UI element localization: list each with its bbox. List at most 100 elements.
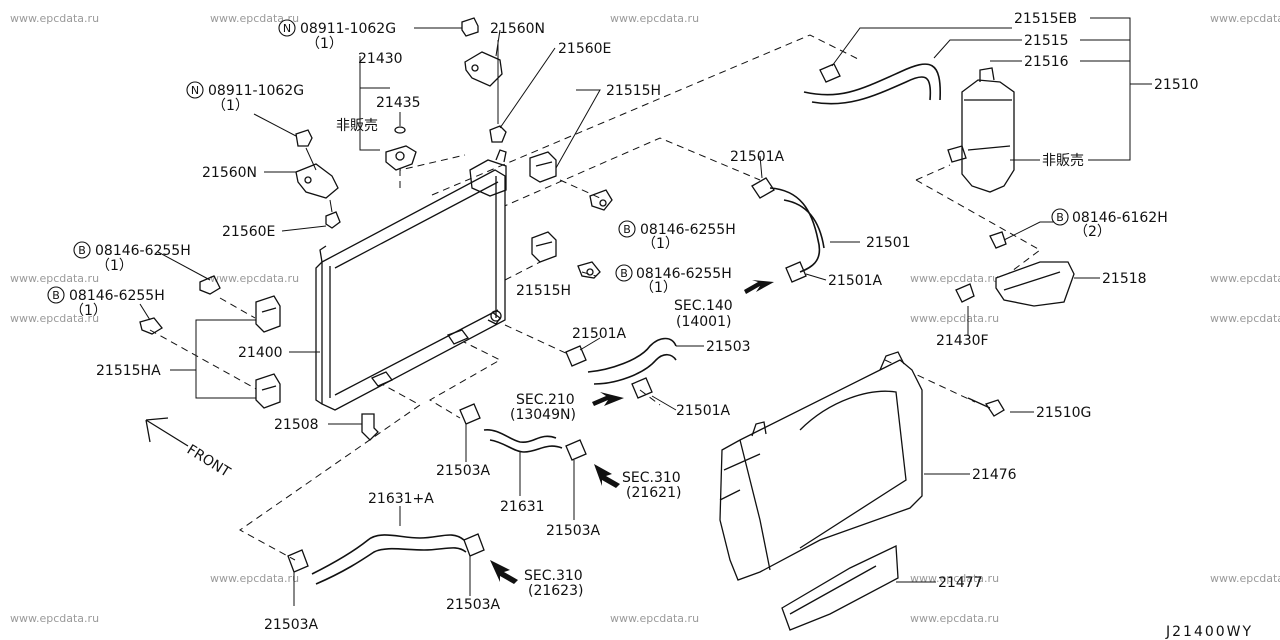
part-21515h-mid: 21515H <box>516 283 571 299</box>
qty-08146-6255h-mid: （1） <box>640 280 677 296</box>
qty-08911-1062g-left: （1） <box>212 98 249 114</box>
fan-shroud-21476[interactable] <box>719 351 923 581</box>
part-21515eb: 21515EB <box>1014 11 1077 27</box>
qty-08146-6255h-left2: （1） <box>70 303 107 319</box>
sec-310-b: SEC.310 <box>524 568 583 584</box>
part-21430f: 21430F <box>936 333 989 349</box>
n-badge-icon: N <box>186 81 204 99</box>
part-21560e-left: 21560E <box>222 224 275 240</box>
watermark: www.epcdata.ru <box>10 312 99 325</box>
qty-08146-6162h: （2） <box>1074 224 1111 240</box>
b-badge-icon: B <box>618 220 636 238</box>
watermark: www.epcdata.ru <box>610 12 699 25</box>
drain-cock-21508[interactable] <box>361 413 379 441</box>
part-21501a-mid: 21501A <box>572 326 627 342</box>
watermark-layer: www.epcdata.ru www.epcdata.ru www.epcdat… <box>10 12 1280 625</box>
part-08911-1062g-top: 08911-1062G <box>300 21 396 37</box>
direction-arrows <box>145 280 774 584</box>
sec-140-ref: (14001) <box>676 314 731 330</box>
part-21503: 21503 <box>706 339 751 355</box>
upper-mount-left[interactable] <box>295 129 341 229</box>
part-21476: 21476 <box>972 467 1017 483</box>
watermark: www.epcdata.ru <box>910 612 999 625</box>
part-21631a: 21631+A <box>368 491 434 507</box>
sec-140: SEC.140 <box>674 298 733 314</box>
part-21560n-left: 21560N <box>202 165 257 181</box>
qty-08146-6255h-left1: （1） <box>96 258 133 274</box>
part-21518: 21518 <box>1102 271 1147 287</box>
mount-rubber-21515h-top[interactable] <box>529 151 613 211</box>
bracket-21518[interactable] <box>955 231 1075 307</box>
watermark: www.epcdata.ru <box>10 12 99 25</box>
watermark: www.epcdata.ru <box>1210 272 1280 285</box>
part-21515ha: 21515HA <box>96 363 161 379</box>
svg-text:B: B <box>52 289 60 302</box>
mount-rubber-21515ha[interactable] <box>139 275 281 409</box>
labels: N 08911-1062G （1） N 08911-1062G （1） 2156… <box>47 11 1253 640</box>
part-08146-6255h-mid: 08146-6255H <box>636 266 732 282</box>
bracket-21430[interactable] <box>385 126 417 171</box>
sec-310-a: SEC.310 <box>622 470 681 486</box>
part-21430: 21430 <box>358 51 403 67</box>
sec-310-b-ref: (21623) <box>528 583 583 599</box>
part-21435: 21435 <box>376 95 421 111</box>
watermark: www.epcdata.ru <box>10 612 99 625</box>
watermark: www.epcdata.ru <box>210 272 299 285</box>
part-08146-6162h: 08146-6162H <box>1072 210 1168 226</box>
upper-mount-top[interactable] <box>461 17 507 143</box>
front-label: FRONT <box>184 442 233 481</box>
part-08911-1062g-left: 08911-1062G <box>208 83 304 99</box>
part-21560e-top: 21560E <box>558 41 611 57</box>
hose-21631[interactable] <box>459 403 587 461</box>
watermark: www.epcdata.ru <box>610 612 699 625</box>
hose-21631a[interactable] <box>287 533 485 585</box>
svg-text:B: B <box>623 223 631 236</box>
part-08146-6255h-left2: 08146-6255H <box>69 288 165 304</box>
mount-rubber-21515h-mid[interactable] <box>531 231 601 279</box>
reservoir-tank-21510[interactable] <box>947 67 1015 193</box>
n-badge-icon: N <box>278 19 296 37</box>
qty-08146-6255h-upper: （1） <box>642 236 679 252</box>
part-21503a-b: 21503A <box>546 523 601 539</box>
watermark: www.epcdata.ru <box>910 312 999 325</box>
part-21510g: 21510G <box>1036 405 1091 421</box>
part-21516: 21516 <box>1024 54 1069 70</box>
lower-radiator-hose-21503[interactable] <box>565 337 677 399</box>
diagram-code: J21400WY <box>1165 624 1253 640</box>
watermark: www.epcdata.ru <box>1210 312 1280 325</box>
not-sold-21510: 非販売 <box>1042 153 1084 169</box>
sec-210: SEC.210 <box>516 392 575 408</box>
radiator-core[interactable] <box>315 149 507 411</box>
part-08146-6255h-upper: 08146-6255H <box>640 222 736 238</box>
lower-shroud-21477[interactable] <box>781 544 899 631</box>
part-21501a-right: 21501A <box>828 273 883 289</box>
sec-310-a-ref: (21621) <box>626 485 681 501</box>
svg-text:B: B <box>78 244 86 257</box>
reservoir-hose-21515[interactable] <box>803 63 941 105</box>
not-sold-21430: 非販売 <box>336 118 378 134</box>
b-badge-icon: B <box>47 286 65 304</box>
qty-08911-1062g-top: （1） <box>306 36 343 52</box>
part-21503a-c: 21503A <box>446 597 501 613</box>
sec-210-ref: (13049N) <box>510 407 576 423</box>
part-21501a-top: 21501A <box>730 149 785 165</box>
svg-text:B: B <box>1056 211 1064 224</box>
b-badge-icon: B <box>615 264 633 282</box>
watermark: www.epcdata.ru <box>1210 12 1280 25</box>
part-21400: 21400 <box>238 345 283 361</box>
part-21631: 21631 <box>500 499 545 515</box>
part-21508: 21508 <box>274 417 319 433</box>
part-08146-6255h-left1: 08146-6255H <box>95 243 191 259</box>
b-badge-icon: B <box>73 241 91 259</box>
part-21477: 21477 <box>938 575 983 591</box>
bolt-21510g[interactable] <box>967 397 1005 417</box>
watermark: www.epcdata.ru <box>910 272 999 285</box>
part-21560n-top: 21560N <box>490 21 545 37</box>
leader-lines <box>139 17 1152 606</box>
part-21510: 21510 <box>1154 77 1199 93</box>
part-21515: 21515 <box>1024 33 1069 49</box>
watermark: www.epcdata.ru <box>210 12 299 25</box>
upper-radiator-hose-21501[interactable] <box>751 177 825 283</box>
watermark: www.epcdata.ru <box>10 272 99 285</box>
